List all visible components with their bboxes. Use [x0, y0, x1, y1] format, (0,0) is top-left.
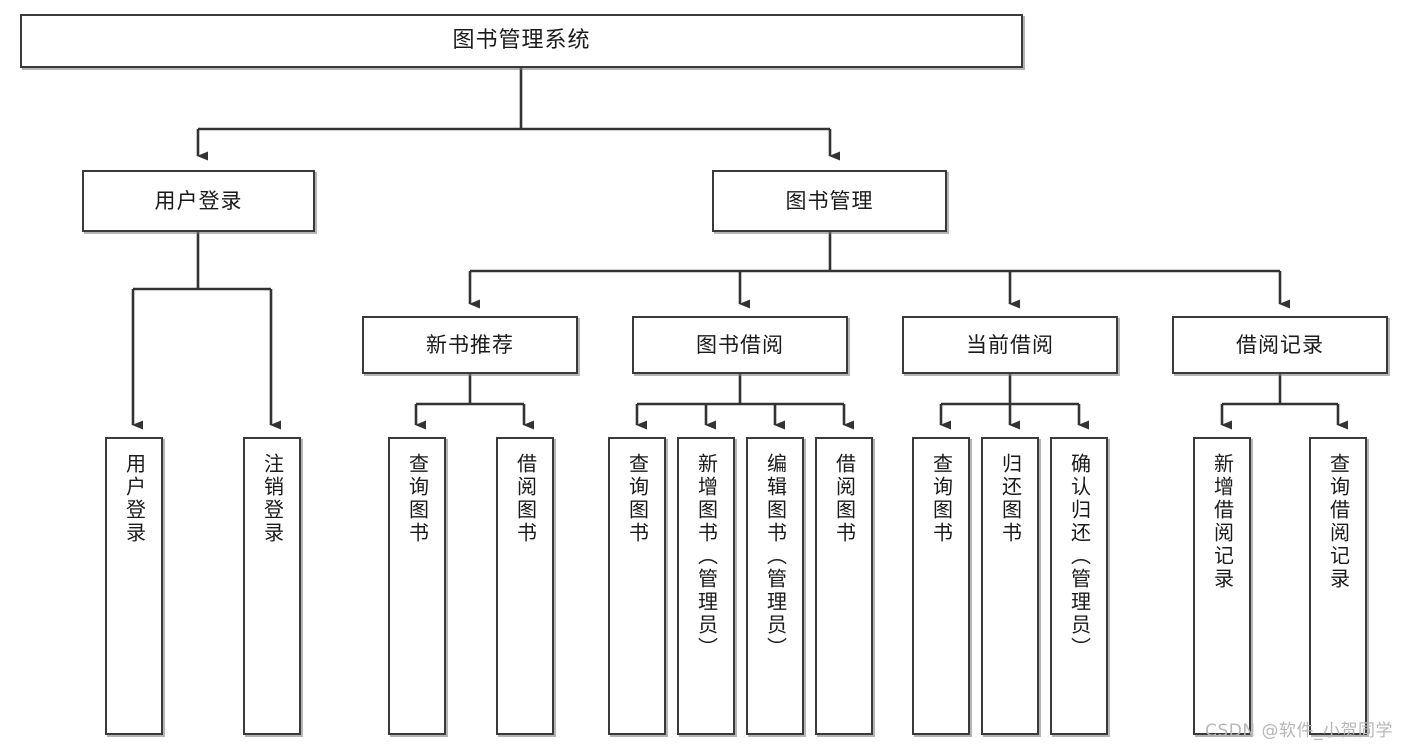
leaf-query-book-borrow[interactable]: 查询图书 — [608, 437, 666, 735]
node-new-book-recommend[interactable]: 新书推荐 — [362, 316, 578, 374]
node-label: 图书借阅 — [696, 332, 784, 357]
node-label: 借阅图书 — [832, 453, 857, 545]
node-book-borrow[interactable]: 图书借阅 — [632, 316, 848, 374]
node-label: 新增图书（管理员） — [694, 453, 719, 660]
node-label: 借阅记录 — [1236, 332, 1324, 357]
node-root-book-management-system[interactable]: 图书管理系统 — [20, 14, 1023, 68]
node-label: 编辑图书（管理员） — [763, 453, 788, 660]
node-label: 确认归还（管理员） — [1067, 453, 1092, 660]
node-label: 用户登录 — [122, 453, 147, 545]
leaf-edit-book-admin[interactable]: 编辑图书（管理员） — [746, 437, 804, 735]
node-label: 当前借阅 — [966, 332, 1054, 357]
leaf-query-book-recommend[interactable]: 查询图书 — [388, 437, 446, 735]
node-label: 借阅图书 — [513, 453, 538, 545]
node-label: 新增借阅记录 — [1210, 453, 1235, 591]
node-user-login[interactable]: 用户登录 — [82, 170, 315, 232]
leaf-add-borrow-record[interactable]: 新增借阅记录 — [1193, 437, 1251, 735]
leaf-query-borrow-record[interactable]: 查询借阅记录 — [1309, 437, 1367, 735]
node-label: 查询图书 — [405, 453, 430, 545]
leaf-confirm-return-admin[interactable]: 确认归还（管理员） — [1050, 437, 1108, 735]
node-label: 注销登录 — [260, 453, 285, 545]
node-label: 图书管理系统 — [452, 28, 591, 54]
node-label: 用户登录 — [154, 188, 243, 213]
node-borrow-record[interactable]: 借阅记录 — [1172, 316, 1388, 374]
leaf-borrow-book-recommend[interactable]: 借阅图书 — [496, 437, 554, 735]
node-current-borrow[interactable]: 当前借阅 — [902, 316, 1118, 374]
watermark: CSDN @软件_小贺同学 — [1205, 721, 1393, 741]
leaf-user-login[interactable]: 用户登录 — [105, 437, 163, 735]
node-label: 查询图书 — [929, 453, 954, 545]
leaf-user-logout[interactable]: 注销登录 — [243, 437, 301, 735]
leaf-query-book-current[interactable]: 查询图书 — [912, 437, 970, 735]
leaf-borrow-book[interactable]: 借阅图书 — [815, 437, 873, 735]
node-label: 图书管理 — [785, 188, 874, 213]
node-label: 新书推荐 — [426, 332, 514, 357]
node-label: 查询图书 — [625, 453, 650, 545]
node-label: 归还图书 — [998, 453, 1023, 545]
node-label: 查询借阅记录 — [1326, 453, 1351, 591]
node-book-management[interactable]: 图书管理 — [712, 170, 947, 232]
leaf-add-book-admin[interactable]: 新增图书（管理员） — [677, 437, 735, 735]
leaf-return-book[interactable]: 归还图书 — [981, 437, 1039, 735]
